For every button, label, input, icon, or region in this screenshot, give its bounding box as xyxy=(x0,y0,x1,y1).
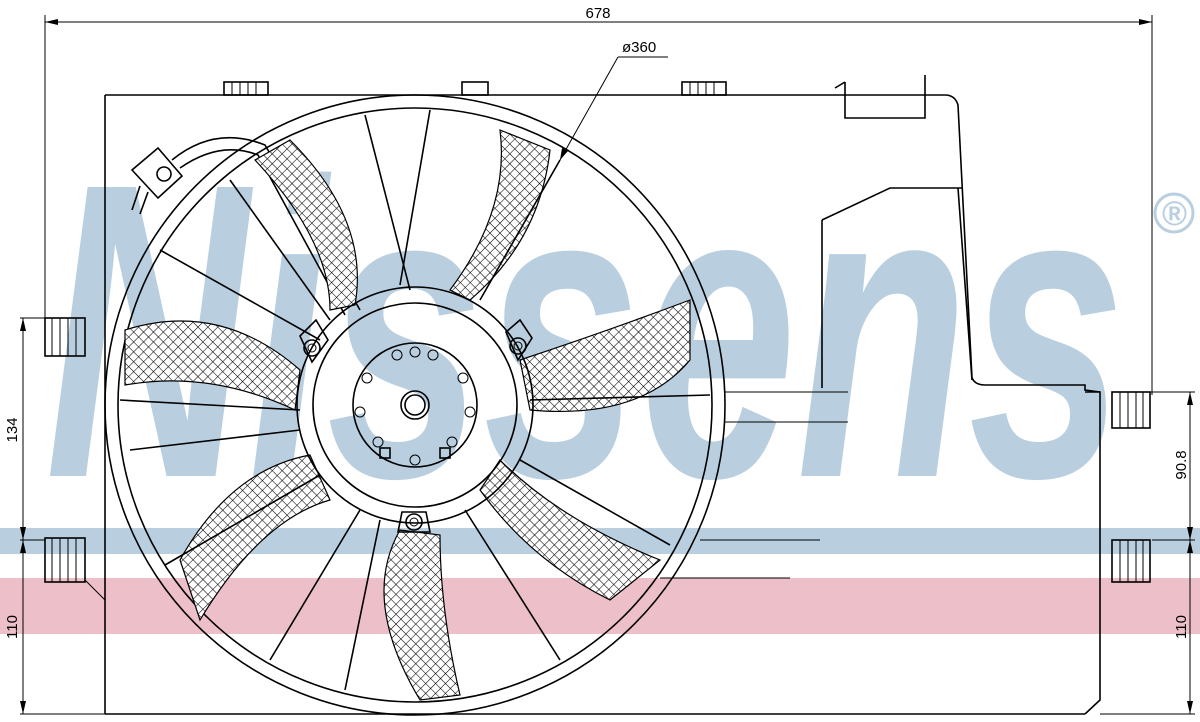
hub-hole xyxy=(446,436,458,448)
hub-hole xyxy=(391,349,403,361)
hub-hole xyxy=(457,372,469,384)
fan-blade xyxy=(519,299,691,413)
hub-hole xyxy=(372,436,384,448)
dimension-label-right-bottom: 110 xyxy=(1173,615,1190,639)
dimension-right: 90.8 110 xyxy=(1100,391,1195,715)
shroud-outline xyxy=(84,75,1101,715)
dimension-label-left-bottom: 110 xyxy=(4,615,21,639)
svg-text:®: ® xyxy=(1161,195,1187,233)
hub-bolt xyxy=(397,511,431,533)
fan-blade xyxy=(179,454,331,622)
side-mounting-tabs xyxy=(44,317,1151,583)
dimension-overall-width: 678 xyxy=(44,5,1153,395)
fan-blade xyxy=(124,320,301,411)
fan-struts xyxy=(119,109,711,691)
dimension-label-width: 678 xyxy=(585,5,610,22)
hub-hole xyxy=(427,349,439,361)
hub-hole xyxy=(409,454,421,466)
dimension-left: 134 110 xyxy=(4,317,105,715)
hub-hole xyxy=(464,406,476,418)
hub-hole xyxy=(409,346,421,358)
top-mounting-tabs xyxy=(223,81,727,96)
fan-blade xyxy=(383,529,461,701)
dimension-label-left-height: 134 xyxy=(4,417,21,442)
fan-blades xyxy=(124,129,691,701)
fan-blade xyxy=(479,459,662,601)
hub-bolt xyxy=(505,318,533,362)
fan-hub xyxy=(296,286,534,533)
dimension-label-right-height: 90.8 xyxy=(1173,450,1190,479)
hub-hole xyxy=(361,372,373,384)
fan-blade xyxy=(449,129,551,301)
registered-mark: ® xyxy=(1153,192,1195,234)
fan-ring xyxy=(104,94,726,716)
dimension-fan-diameter: ø360 xyxy=(559,39,668,161)
hub-hole xyxy=(354,406,366,418)
hub-bolt xyxy=(299,318,329,364)
fan-blade xyxy=(254,139,358,311)
dimension-label-diameter: ø360 xyxy=(622,39,656,56)
